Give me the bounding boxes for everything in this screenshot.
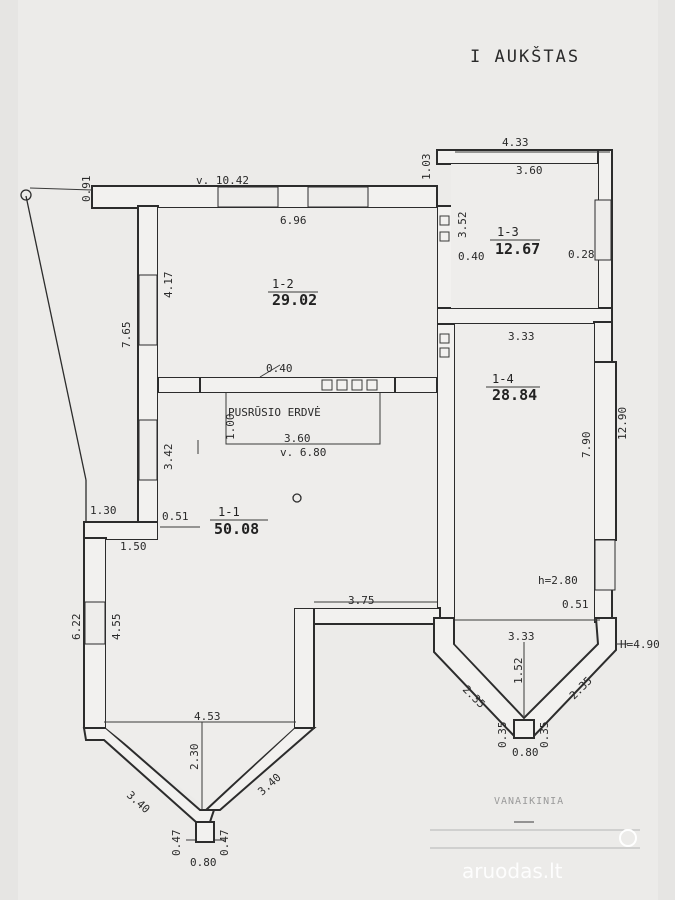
dim-right-outer: 12.90 [616,407,629,440]
dim-bay2-035l: 0.35 [496,722,509,749]
vent-blocks [321,215,450,391]
dimension-lines [104,151,628,841]
stair-leader [259,364,281,378]
dim-w-040b: 0.40 [458,250,485,263]
dim-r14-width: 3.33 [508,330,535,343]
bay2-tip [513,719,535,739]
window-r13 [594,199,612,261]
dim-455: 4.55 [110,614,123,641]
dim-bay2-width: 3.33 [508,630,535,643]
dim-bay1-080: 0.80 [190,856,217,869]
room-interiors [106,164,598,808]
dim-stair-040: 0.40 [266,362,293,375]
vent-7 [439,333,450,344]
dim-w-051a: 0.51 [562,598,589,611]
watermark-text: aruodas.lt [462,859,563,883]
vent-3 [351,379,363,391]
stamp-text: VANAIKINIA [494,796,564,807]
wall-bay1-top [293,607,441,625]
wall-r13-bottom [436,307,613,325]
window-top-1 [217,186,279,208]
dim-622: 6.22 [70,614,83,641]
dim-height-total: H=4.90 [620,638,660,651]
floor-title: I AUKŠTAS [470,45,580,67]
floor-drain [292,493,302,503]
dim-bay1-047r: 0.47 [218,830,231,857]
room-1-1-floor [106,393,437,808]
openings [84,186,616,645]
room-1-2-area: 29.02 [272,291,317,309]
dim-left-upper: 4.17 [162,272,175,299]
window-left-3 [84,601,106,645]
room-1-4-area: 28.84 [492,386,537,404]
room-1-3-area: 12.67 [495,240,540,258]
dim-height-room: h=2.80 [538,574,578,587]
watermark: aruodas.lt [462,829,637,883]
room-1-3-id: 1-3 [497,225,519,239]
vent-2 [336,379,348,391]
dim-375: 3.75 [348,594,375,607]
dim-150: 1.50 [120,540,147,553]
window-left-2 [138,419,158,481]
dim-wall-091: 0.91 [80,176,93,203]
dim-stair-100: 1.00 [224,414,237,441]
room-1-1-id: 1-1 [218,505,240,519]
dim-130: 1.30 [90,504,117,517]
dim-bay2-depth: 1.52 [512,658,525,685]
dim-bay1-047l: 0.47 [170,830,183,857]
wall-r14-right-thick [593,361,617,541]
window-left-1 [138,274,158,346]
dim-left-height: 7.65 [120,322,133,349]
vent-5 [439,215,450,226]
dim-top-inner: 6.96 [280,214,307,227]
dim-bay2-035r: 0.35 [538,722,551,749]
room-1-4-id: 1-4 [492,372,514,386]
watermark-icon [619,829,637,847]
vent-8 [439,347,450,358]
vent-6 [439,231,450,242]
dim-stair-680: v. 6.80 [280,446,326,459]
room-labels: 1-2 29.02 1-3 12.67 1-4 28.84 1-1 50.08 … [210,225,540,538]
outer-top-link [29,187,93,191]
dim-w-028: 0.28 [568,248,595,261]
basement-note: PUSRŪSIO ERDVĖ [228,406,321,419]
window-top-2 [307,186,369,208]
window-r14 [594,539,616,591]
vent-4 [366,379,378,391]
dim-bay1-width: 4.53 [194,710,221,723]
corner-marker [20,189,32,201]
dim-wall-103: 1.03 [420,154,433,181]
vent-1 [321,379,333,391]
dim-r14-len: 7.90 [580,432,593,459]
wall-partition-inner [199,376,396,394]
dim-bay1-depth: 2.30 [188,744,201,771]
dim-w-352: 3.52 [456,212,469,239]
dim-stair-360: 3.60 [284,432,311,445]
dim-right-top: 4.33 [502,136,529,149]
dim-top-outer: v. 10.42 [196,174,249,187]
wall-bay2-angled [433,617,617,739]
bay1-tip [195,821,215,843]
dim-r13-width: 3.60 [516,164,543,177]
room-1-4-floor [455,324,594,716]
outer-diagonal [25,195,87,481]
dim-bay2-080: 0.80 [512,746,539,759]
dim-left-lower: 3.42 [162,444,175,471]
room-1-1-area: 50.08 [214,520,259,538]
wall-bay1-right [293,607,315,729]
room-1-2-id: 1-2 [272,277,294,291]
room-1-3-floor [451,164,598,308]
wall-bay1-angled [82,727,317,823]
dim-w-051b: 0.51 [162,510,189,523]
